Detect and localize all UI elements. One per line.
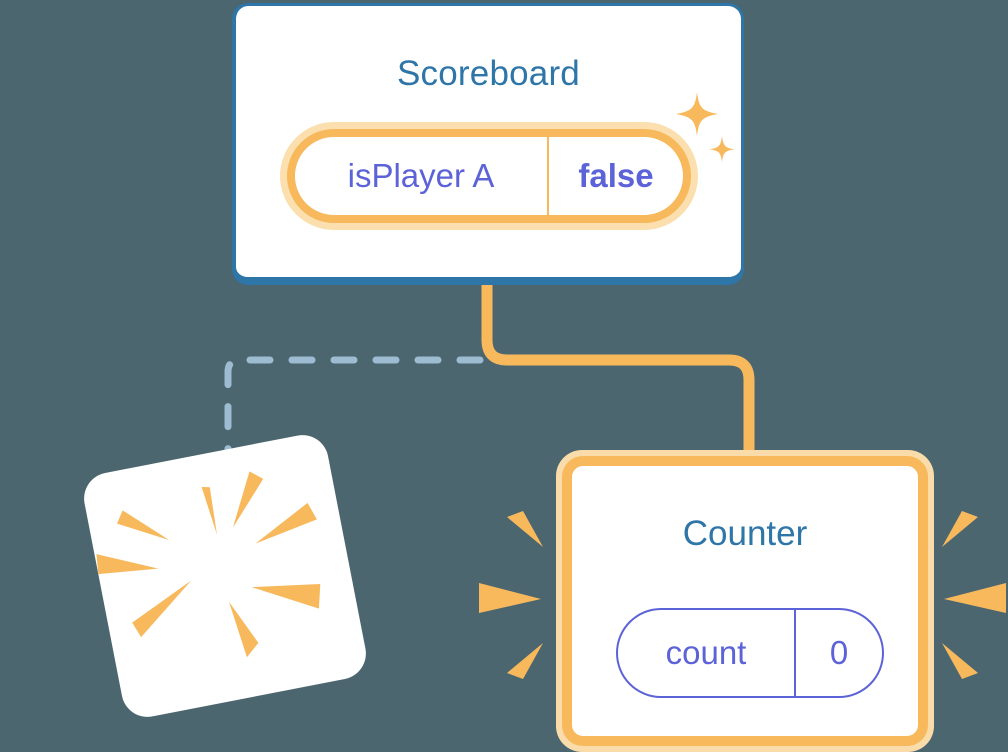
scoreboard-state-value: false [578,157,654,194]
counter-state-value: 0 [829,634,849,671]
ray-left-top [507,511,543,547]
scoreboard-title: Scoreboard [397,54,580,93]
ray-right-middle [944,583,1006,613]
dashed-connector-to-burst-card [224,356,484,484]
burst-ray-group [96,471,321,658]
sparkle-small-icon [709,136,735,162]
counter-title: Counter [682,514,808,553]
ray-right-top [942,511,978,547]
burst-ray-n [201,486,217,535]
burst-ray-w [96,554,159,575]
ray-left-bottom [507,643,543,679]
counter-left-rays [479,511,543,679]
scoreboard-state-pill[interactable]: isPlayer A false [280,122,698,230]
burst-card[interactable] [79,430,371,722]
solid-connector-to-counter [481,279,755,458]
counter-right-rays [942,511,1006,679]
burst-ray-nw [117,510,170,541]
burst-ray-se [251,583,321,609]
sparkle-group [676,92,735,162]
scoreboard-state-key: isPlayer A [295,137,549,215]
burst-ray-e [255,502,317,544]
ray-right-bottom [942,643,978,679]
burst-ray-s [228,601,259,658]
ray-left-middle [479,583,541,613]
scoreboard-card[interactable]: Scoreboard isPlayer A false [232,3,744,283]
burst-ray-ne [232,471,264,528]
burst-ray-sw [132,580,192,638]
counter-card[interactable]: Counter count 0 [556,450,934,752]
counter-state-pill[interactable]: count 0 [616,608,884,698]
counter-state-key: count [618,610,796,696]
sparkle-large-icon [676,92,718,136]
